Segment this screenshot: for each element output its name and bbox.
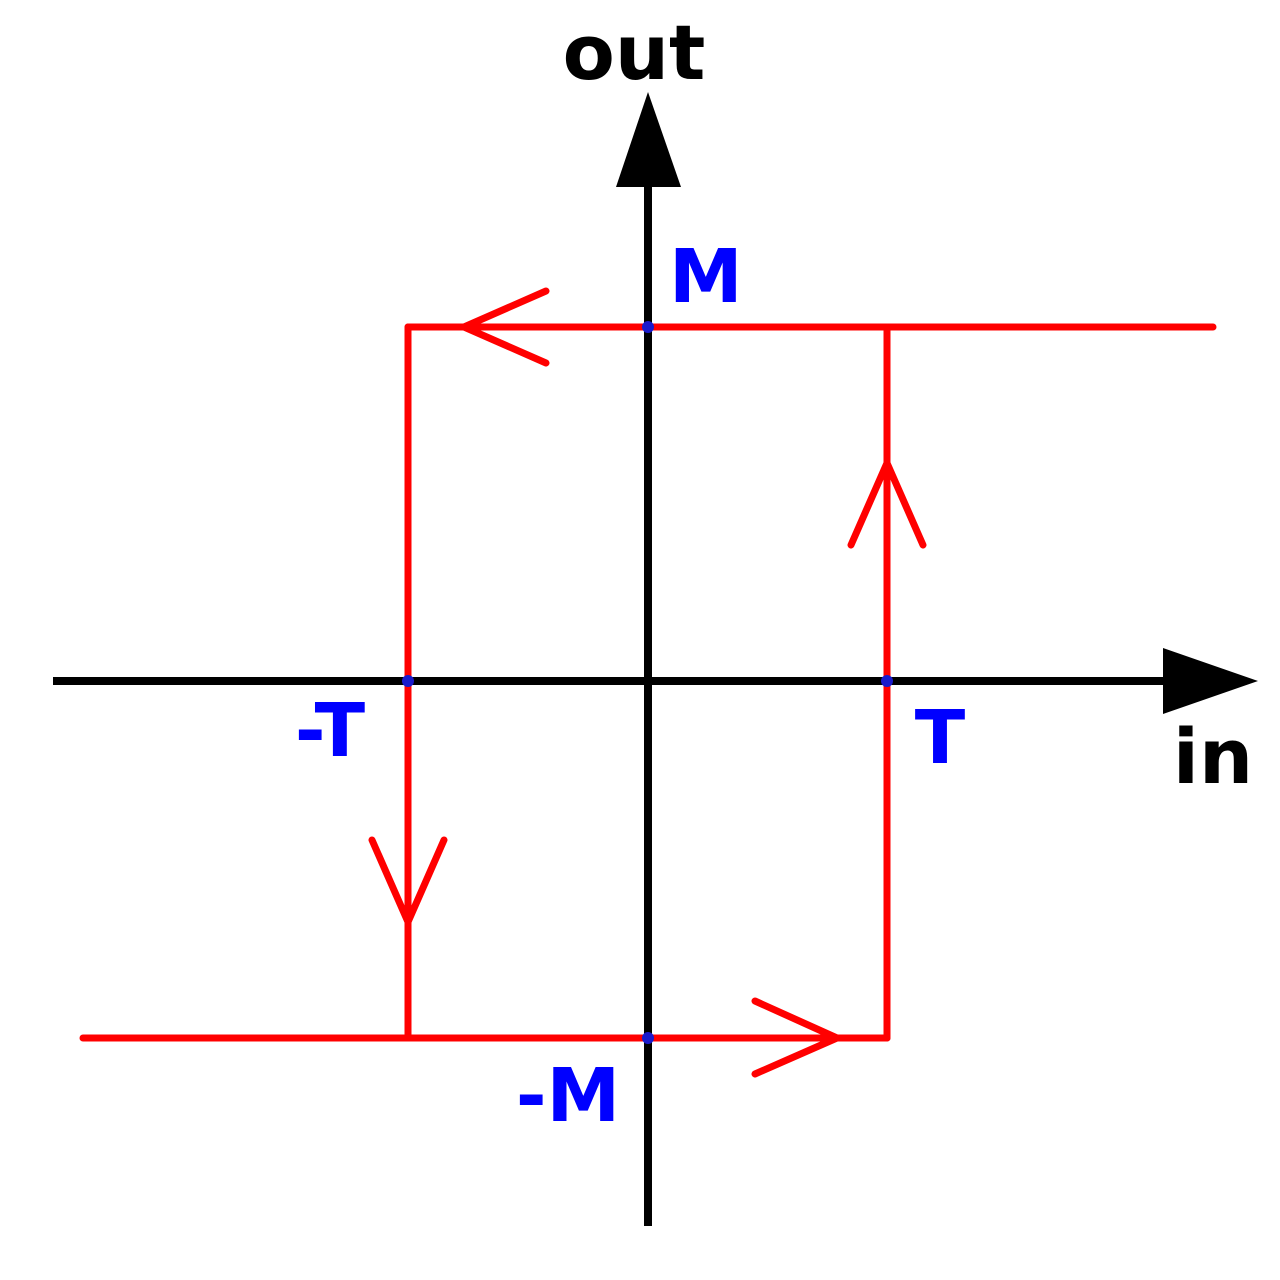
x-axis-label: in <box>1173 712 1253 801</box>
arrow-down-icon <box>368 836 448 926</box>
y-axis-label: out <box>563 8 706 97</box>
point-neg-t-dot <box>402 675 414 687</box>
x-axis-arrowhead <box>1163 648 1258 714</box>
arrow-up-icon <box>847 459 927 549</box>
point-t-dot <box>881 675 893 687</box>
point-label-t: T <box>915 695 966 781</box>
point-neg-m-dot <box>642 1032 654 1044</box>
point-label-neg-m: -M <box>516 1053 620 1139</box>
arrow-right-icon <box>751 997 841 1078</box>
point-label-neg-t: -T <box>295 688 366 774</box>
arrow-left-icon <box>460 287 550 367</box>
point-m-dot <box>642 321 654 333</box>
axes <box>53 92 1258 1226</box>
y-axis-arrowhead <box>616 92 681 187</box>
intersection-points <box>402 321 893 1044</box>
point-label-m: M <box>669 234 743 320</box>
